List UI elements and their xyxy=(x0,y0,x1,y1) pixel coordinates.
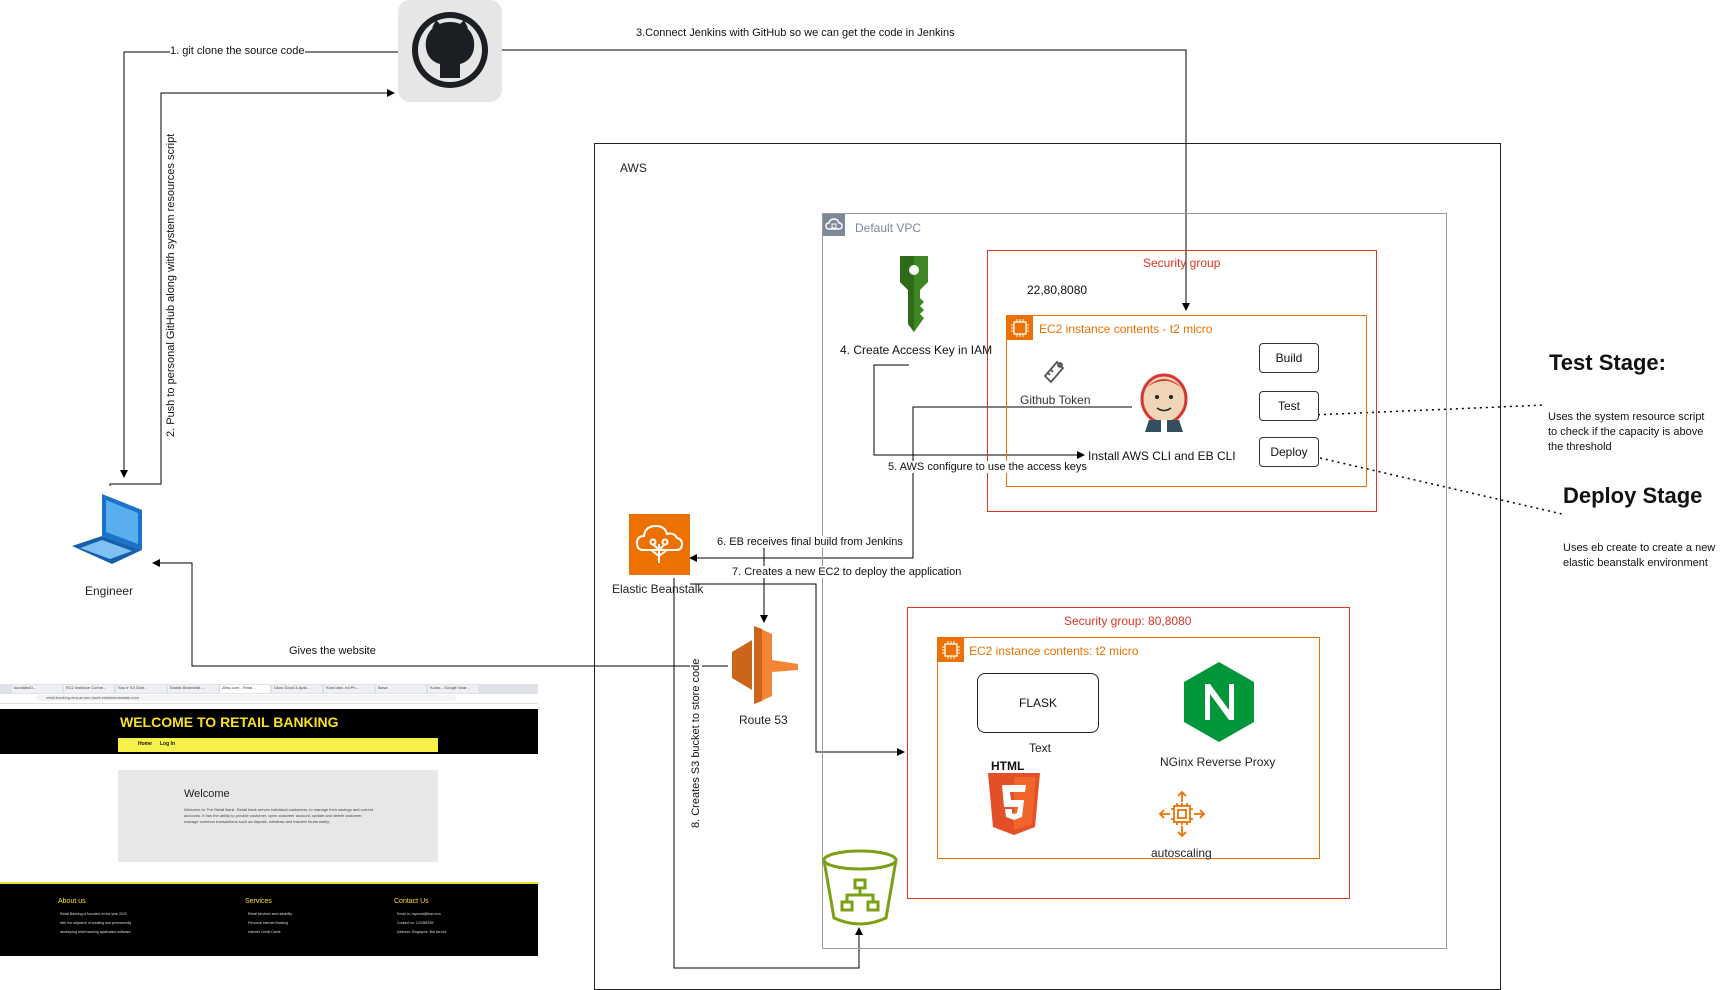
arrow-push xyxy=(109,89,395,486)
footer-contact-title: Contact Us xyxy=(394,898,429,905)
arrow-aws-configure xyxy=(873,364,1085,459)
security-group-2 xyxy=(907,607,1350,899)
footer-services-title: Services xyxy=(245,898,272,905)
cloud-icon xyxy=(823,214,845,236)
browser-tab[interactable]: kuralabs/D... xyxy=(12,685,62,693)
browser-tab[interactable]: Ukos Good & Aplic... xyxy=(272,685,322,693)
jenkins-icon xyxy=(1137,372,1191,434)
site-footer: About us Retail Banking is founded on th… xyxy=(0,882,538,956)
test-stage-desc-1: Uses the system resource script xyxy=(1548,411,1705,423)
default-vpc-label: Default VPC xyxy=(855,221,922,235)
test-stage-button[interactable]: Test xyxy=(1259,391,1319,421)
default-vpc xyxy=(822,213,1447,949)
step-6-label: 6. EB receives final build from Jenkins xyxy=(717,536,903,548)
route53-icon xyxy=(728,624,800,706)
browser-url[interactable]: retail-banking.eba-arvarn-hueit-elasticb… xyxy=(36,695,456,701)
arrow-eb-to-ec2 xyxy=(690,583,905,756)
ec2-instance-2 xyxy=(937,637,1320,859)
laptop-icon xyxy=(70,490,146,570)
welcome-title: Welcome xyxy=(184,788,230,800)
route53-label: Route 53 xyxy=(739,713,788,727)
nginx-label: NGinx Reverse Proxy xyxy=(1160,755,1276,769)
security-group-1 xyxy=(987,250,1377,512)
ec2-chip-icon-2 xyxy=(938,638,964,662)
browser-tab[interactable]: Kuras - Google Sear... xyxy=(428,685,478,693)
autoscaling-icon xyxy=(1158,790,1206,838)
step-3-label: 3.Connect Jenkins with GitHub so we can … xyxy=(636,27,955,39)
aws-label: AWS xyxy=(620,161,647,175)
nav-login[interactable]: Log In xyxy=(160,741,175,747)
nginx-icon xyxy=(1177,660,1261,744)
s3-bucket-icon xyxy=(820,848,900,930)
security-group-2-label: Security group: 80,8080 xyxy=(1064,614,1192,628)
ec2-1-label: EC2 instance contents - t2 micro xyxy=(1039,322,1213,336)
build-stage-button[interactable]: Build xyxy=(1259,343,1319,373)
welcome-card: Welcome Welcome to The Retail Bank. Reta… xyxy=(118,770,438,862)
github-token-label: Github Token xyxy=(1020,393,1091,407)
ec2-instance-1 xyxy=(1006,315,1367,487)
gives-website-label: Gives the website xyxy=(289,645,376,657)
nav-home[interactable]: Home xyxy=(138,741,152,747)
deploy-stage-button[interactable]: Deploy xyxy=(1259,437,1319,467)
security-group-1-label: Security group xyxy=(1143,256,1221,270)
footer-about-line: developing retail banking application so… xyxy=(60,930,132,934)
browser-tab-active[interactable]: Zlfac.com - Retai... xyxy=(220,685,270,693)
arrow-jenkins-to-eb xyxy=(689,406,1132,562)
browser-tab[interactable]: EC2 Instance Conne... xyxy=(64,685,114,693)
deploy-stage-desc-2: elastic beanstalk environment xyxy=(1563,557,1708,569)
elastic-beanstalk-icon xyxy=(629,514,690,575)
autoscaling-label: autoscaling xyxy=(1151,846,1212,860)
footer-contact-line: Email to: myemail@bar.com xyxy=(397,912,441,916)
html-label: HTML xyxy=(991,759,1025,773)
site-header: WELCOME TO RETAIL BANKING Home Log In xyxy=(0,709,538,754)
browser-tab-bar: kuralabs/D... EC2 Instance Conne... Sou … xyxy=(0,684,538,694)
flask-label: FLASK xyxy=(1018,696,1057,710)
browser-tab[interactable]: Ikasa xyxy=(376,685,426,693)
step-2-label: 2. Push to personal GitHub along with sy… xyxy=(165,133,177,437)
step-7-label: 7. Creates a new EC2 to deploy the appli… xyxy=(732,566,962,578)
elastic-beanstalk-label: Elastic Beanstalk xyxy=(612,582,704,596)
website-screenshot: kuralabs/D... EC2 Instance Conne... Sou … xyxy=(0,684,538,956)
browser-tab[interactable]: Kura labs..nd Ph... xyxy=(324,685,374,693)
create-key-label: 4. Create Access Key in IAM xyxy=(840,343,993,357)
ec2-2-label: EC2 instance contents: t2 micro xyxy=(969,644,1139,658)
deploy-stage-desc-1: Uses eb create to create a new xyxy=(1563,542,1716,554)
footer-contact-line: Contact no: 123456789 xyxy=(397,921,434,925)
html5-icon: HTML xyxy=(986,759,1042,835)
test-stage-desc-2: to check if the capacity is above xyxy=(1548,426,1704,438)
footer-about-title: About us xyxy=(58,898,86,905)
flask-box: FLASK xyxy=(977,673,1099,733)
arrow-connect-jenkins xyxy=(500,49,1190,311)
step-1-label: 1. git clone the source code xyxy=(170,45,305,57)
footer-contact-line: Address: Singapore, Bla bla bla xyxy=(397,930,447,934)
ports-label: 22,80,8080 xyxy=(1027,283,1088,297)
text-label: Text xyxy=(1029,741,1052,755)
step-5-label: 5. AWS configure to use the access keys xyxy=(888,461,1087,473)
github-icon xyxy=(398,0,502,102)
site-title: WELCOME TO RETAIL BANKING xyxy=(120,714,339,730)
arrow-gives-website xyxy=(152,559,728,667)
browser-tab[interactable]: Elastic Beanstalk ... xyxy=(168,685,218,693)
deploy-stage-title: Deploy Stage xyxy=(1563,483,1703,508)
browser-tab[interactable]: Sou tr S3 Glob... xyxy=(116,685,166,693)
test-stage-desc-3: the threshold xyxy=(1548,441,1612,453)
iam-key-icon xyxy=(894,252,934,336)
footer-about-line: Retail Banking is founded on the year 20… xyxy=(60,912,127,916)
site-nav: Home Log In xyxy=(118,738,438,752)
footer-services-line[interactable]: Retail services and reliability xyxy=(248,912,293,916)
arrow-git-clone xyxy=(120,51,400,478)
footer-services-line[interactable]: Internet Credit Cards xyxy=(248,930,281,934)
engineer-label: Engineer xyxy=(85,584,134,598)
ec2-chip-icon xyxy=(1007,316,1033,340)
github-token-icon xyxy=(1037,350,1073,386)
install-cli-label: Install AWS CLI and EB CLI xyxy=(1088,449,1236,463)
browser-address-bar: retail-banking.eba-arvarn-hueit-elasticb… xyxy=(0,694,538,704)
footer-services-line[interactable]: Personal internet Banking xyxy=(248,921,289,925)
step-8-label: 8. Creates S3 bucket to store code xyxy=(690,658,702,828)
test-stage-title: Test Stage: xyxy=(1549,350,1666,375)
footer-about-line: with the objective of creating and perma… xyxy=(60,921,132,925)
welcome-text: Welcome to The Retail Bank. Retail bank … xyxy=(184,807,374,824)
